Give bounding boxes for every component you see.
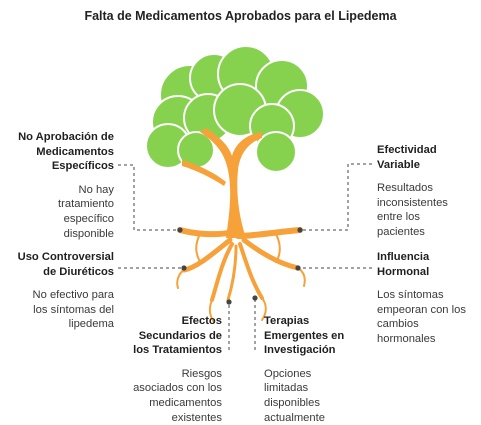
item-description: Resultados — [377, 182, 433, 195]
item-heading: Investigación — [264, 344, 336, 357]
item-description: cambios — [377, 318, 419, 331]
item-description: tratamiento — [58, 198, 114, 211]
item-description: Los síntomas — [377, 289, 444, 302]
item-influencia: Influencia Hormonal Los síntomas empeora… — [377, 250, 479, 347]
connectors — [118, 163, 372, 350]
item-heading: No Aprobación de — [18, 131, 114, 143]
item-heading: Específicos — [51, 160, 114, 173]
item-description: Riesgos — [181, 367, 222, 380]
item-heading: Influencia — [377, 251, 430, 263]
item-description: medicamentos — [149, 396, 222, 409]
connector-dots — [177, 227, 303, 305]
item-heading: Secundarios de — [138, 329, 222, 342]
tree-roots — [176, 227, 306, 323]
item-heading: de Diuréticos — [43, 265, 114, 278]
diagram-title: Falta de Medicamentos Aprobados para el … — [84, 9, 397, 23]
dot-diureticos — [181, 265, 187, 271]
item-description: asociados con los — [133, 382, 222, 395]
item-heading: Emergentes en — [264, 329, 345, 342]
item-diureticos: Uso Controversial de Diuréticos No efect… — [4, 250, 114, 332]
item-heading: Uso Controversial — [17, 251, 114, 263]
dot-terapias — [252, 295, 258, 301]
item-heading: Efectividad — [377, 144, 437, 156]
item-description: actualmente — [264, 411, 325, 424]
item-description: Opciones — [264, 367, 312, 380]
dot-no-aprobacion — [177, 227, 183, 233]
item-description: limitadas — [264, 382, 309, 395]
item-description: entre los — [377, 211, 420, 224]
item-description: inconsistentes — [377, 196, 448, 209]
item-heading: Efectos — [181, 315, 222, 327]
item-description: No efectivo para — [32, 289, 114, 302]
item-description: existentes — [171, 411, 222, 424]
item-heading: Medicamentos — [36, 145, 114, 158]
item-description: específico — [63, 212, 114, 225]
item-heading: Hormonal — [377, 265, 430, 278]
item-heading: Variable — [377, 158, 420, 171]
item-no-aprobacion: No Aprobación de Medicamentos Específico… — [6, 130, 114, 241]
item-description: pacientes — [377, 225, 425, 238]
item-description: disponible — [63, 227, 114, 240]
dot-influencia — [295, 265, 301, 271]
item-description: los síntomas del — [33, 303, 114, 316]
item-heading: los Tratamientos — [133, 344, 222, 357]
item-description: disponibles — [264, 396, 320, 409]
tree-foliage — [145, 45, 325, 173]
item-description: hormonales — [377, 332, 436, 345]
item-heading: Terapias — [264, 315, 310, 327]
connector-no-aprobacion — [118, 164, 180, 231]
connector-efectividad — [300, 163, 372, 231]
item-description: No hay — [78, 183, 114, 196]
dot-efectos — [226, 299, 232, 305]
item-efectividad: Efectividad Variable Resultados inconsis… — [377, 143, 477, 240]
item-efectos: Efectos Secundarios de los Tratamientos … — [112, 314, 222, 425]
item-description: lipedema — [68, 318, 114, 331]
item-description: empeoran con los — [377, 303, 466, 316]
item-terapias: Terapias Emergentes en Investigación Opc… — [264, 314, 374, 425]
tree-trunk — [182, 128, 262, 238]
dot-efectividad — [297, 227, 303, 233]
